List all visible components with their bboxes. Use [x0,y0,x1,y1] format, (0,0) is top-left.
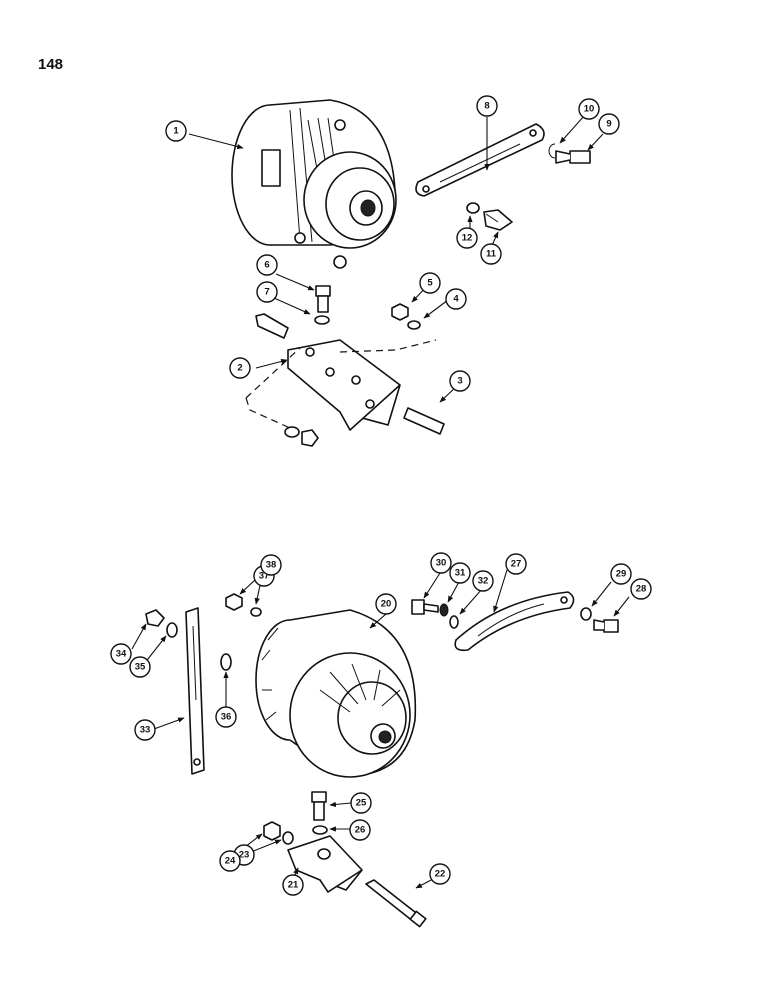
washer-36 [220,653,232,671]
svg-text:2: 2 [237,363,242,374]
nut-24 [263,821,281,841]
washer-bottom-top [284,426,300,438]
svg-text:7: 7 [264,287,269,298]
callout-6: 6 [256,254,278,276]
svg-text:35: 35 [135,662,146,673]
washer-37 [250,607,262,617]
mounting-bracket-top [287,339,401,431]
callout-33: 33 [134,719,156,741]
svg-text:28: 28 [636,584,647,595]
washer-12 [466,202,480,214]
svg-text:37: 37 [259,571,270,582]
svg-text:32: 32 [478,576,489,587]
svg-text:20: 20 [381,599,392,610]
callout-22: 22 [429,863,451,885]
nut-38 [225,593,243,611]
svg-text:22: 22 [435,869,446,880]
svg-text:10: 10 [584,104,595,115]
svg-text:29: 29 [616,569,627,580]
nut-5 [391,303,409,321]
nut-bottom-top [301,429,319,447]
callout-10: 10 [578,98,600,120]
callout-30: 30 [430,552,452,574]
callout-12: 12 [456,227,478,249]
callout-24: 24 [219,850,241,872]
callout-7: 7 [256,281,278,303]
bolt-left-top [255,313,289,339]
bolt-9 [555,150,591,164]
callout-20: 20 [375,593,397,615]
callout-11: 11 [480,243,502,265]
callout-21: 21 [282,874,304,896]
svg-text:12: 12 [462,233,473,244]
callout-38: 38 [260,554,282,576]
callout-36: 36 [215,706,237,728]
svg-text:11: 11 [486,249,497,260]
svg-text:34: 34 [116,649,127,660]
svg-text:3: 3 [457,376,462,387]
washer-23 [282,831,294,845]
mounting-bracket-21 [287,835,363,893]
bolt-28 [593,619,619,633]
svg-text:8: 8 [484,101,489,112]
adjusting-strap-27 [454,591,575,652]
bolt-6 [315,285,331,313]
leader-lines [131,115,630,889]
lock-washer-31 [439,603,449,617]
callout-35: 35 [129,656,151,678]
callout-2: 2 [229,357,251,379]
bolt-30 [411,599,439,615]
svg-text:21: 21 [288,880,299,891]
callout-5: 5 [419,272,441,294]
washer-29 [580,607,592,621]
svg-text:6: 6 [264,260,269,271]
callout-8: 8 [476,95,498,117]
callout-26: 26 [349,819,371,841]
bolt-3 [403,407,445,435]
svg-text:23: 23 [239,850,250,861]
callout-25: 25 [350,792,372,814]
callout-34: 34 [110,643,132,665]
washer-4 [407,320,421,330]
lock-washer-10 [548,143,556,159]
callout-3: 3 [449,370,471,392]
svg-text:26: 26 [355,825,366,836]
svg-text:25: 25 [356,798,367,809]
callout-29: 29 [610,563,632,585]
svg-text:5: 5 [427,278,433,289]
bolt-34 [145,609,165,627]
svg-text:24: 24 [225,856,236,867]
callout-27: 27 [505,553,527,575]
adjusting-strap-33 [185,607,205,775]
callout-28: 28 [630,578,652,600]
svg-text:33: 33 [140,725,151,736]
svg-text:4: 4 [453,294,459,305]
washer-32 [449,615,459,629]
page-number: 148 [38,56,64,73]
svg-text:9: 9 [606,119,611,130]
svg-text:38: 38 [266,560,277,571]
lock-washer-26 [312,825,328,835]
adjusting-strap-top [415,123,545,197]
alternator-top [231,99,397,269]
svg-text:30: 30 [436,558,447,569]
svg-text:36: 36 [221,712,232,723]
callout-9: 9 [598,113,620,135]
alternator-bottom [255,609,417,778]
washer-35 [166,622,178,638]
lock-washer-7 [314,315,330,325]
svg-text:31: 31 [455,568,466,579]
svg-text:27: 27 [511,559,522,570]
callout-1: 1 [165,120,187,142]
bolt-11 [483,209,513,231]
svg-text:1: 1 [173,126,179,137]
bolt-25 [311,791,327,821]
callout-31: 31 [449,562,471,584]
callout-4: 4 [445,288,467,310]
bolt-22 [365,879,427,928]
callout-32: 32 [472,570,494,592]
